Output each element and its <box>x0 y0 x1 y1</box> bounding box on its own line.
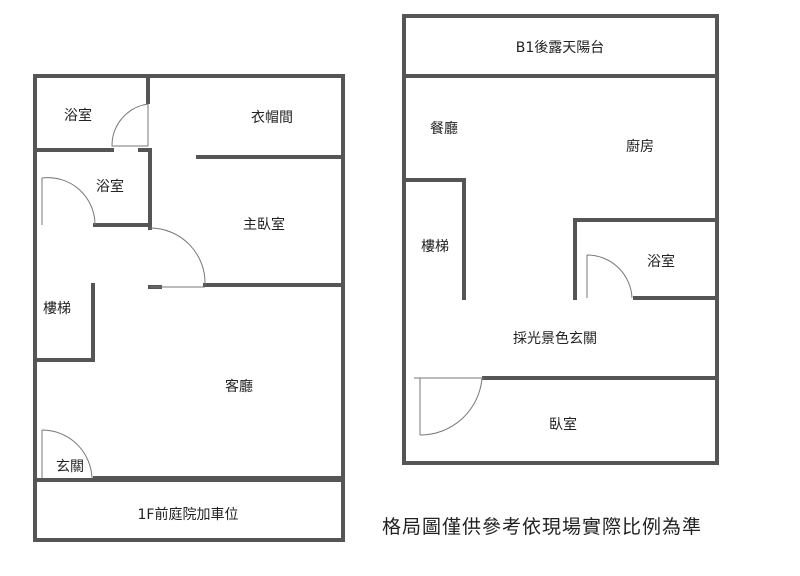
door-bath-1 <box>111 103 149 147</box>
interior-walls-b1 <box>402 74 719 380</box>
room-b1-terrace: B1後露天陽台 <box>515 40 605 56</box>
room-master-bedroom: 主臥室 <box>243 217 285 233</box>
room-front-yard-parking: 1F前庭院加車位 <box>137 507 239 523</box>
room-walk-in-closet: 衣帽間 <box>251 110 293 126</box>
room-bathroom-b1: 浴室 <box>647 254 675 270</box>
outer-wall-b1 <box>402 14 719 465</box>
room-entrance-1f: 玄關 <box>56 459 84 475</box>
room-skylight-foyer: 採光景色玄關 <box>513 331 597 347</box>
door-bedroom-b1 <box>414 377 484 436</box>
interior-walls-1f <box>33 74 343 482</box>
room-bathroom-1: 浴室 <box>64 108 92 124</box>
door-master-bedroom <box>149 227 206 288</box>
room-living-room: 客廳 <box>225 379 253 395</box>
room-kitchen: 廚房 <box>626 139 654 155</box>
door-bath-b1 <box>586 254 633 299</box>
floor-plan-b1 <box>402 14 719 465</box>
door-entrance-1f <box>41 429 93 479</box>
room-bathroom-2: 浴室 <box>96 179 124 195</box>
room-dining: 餐廳 <box>430 121 458 137</box>
room-stairs-1f: 樓梯 <box>43 301 71 317</box>
disclaimer-caption: 格局圖僅供參考依現場實際比例為準 <box>382 516 703 538</box>
outer-wall-1f <box>33 74 345 542</box>
floor-plan-1f <box>33 74 345 542</box>
room-stairs-b1: 樓梯 <box>421 239 449 255</box>
door-bath-2 <box>41 177 96 226</box>
room-bedroom-b1: 臥室 <box>549 417 577 433</box>
